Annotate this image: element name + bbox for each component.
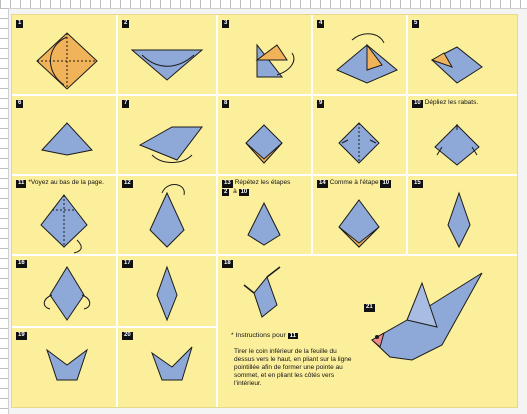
step-9-label: 9: [317, 99, 326, 108]
step-7-figure: [140, 127, 202, 163]
step-21-label: 21: [364, 303, 377, 312]
step-4-label: 4: [317, 19, 326, 28]
step-6-figure: [42, 123, 92, 155]
step-20-figure: [152, 347, 192, 380]
step-2-label: 2: [122, 19, 131, 28]
step-7-label: 7: [122, 99, 131, 108]
step-17-figure: [157, 267, 177, 320]
step-1-figure: [37, 33, 97, 89]
step-4-figure: [337, 34, 397, 83]
step-8-label: 8: [222, 99, 231, 108]
step-10-figure: [435, 124, 479, 165]
step-6-label: 6: [16, 99, 25, 108]
step-15-figure: [448, 193, 470, 247]
step-17-label: 17: [122, 259, 135, 268]
step-2-figure: [132, 50, 202, 80]
step-18-label: 18: [222, 259, 235, 268]
horizontal-ruler: [0, 0, 527, 9]
step-5-label: 5: [412, 19, 421, 28]
step-5-figure: [432, 47, 482, 83]
step-12-figure: [150, 185, 184, 247]
step-20-label: 20: [122, 331, 135, 340]
step-12-label: 12: [122, 179, 135, 188]
note-body: Tirer le coin inférieur de la feuille du…: [234, 348, 354, 388]
step-16-figure: [44, 267, 90, 320]
step-19-label: 19: [16, 331, 29, 340]
step-13-figure: [248, 203, 280, 245]
step-15-label: 15: [412, 179, 425, 188]
step-3-label: 3: [222, 19, 231, 28]
step-8-figure: [246, 125, 282, 163]
step-9-figure: [339, 123, 379, 163]
step-18-figure: [244, 267, 280, 317]
vertical-ruler: [0, 8, 9, 414]
step-19-figure: [47, 350, 87, 380]
step-16-label: 16: [16, 259, 29, 268]
step-11-figure: [41, 195, 87, 253]
note-title: * Instructions pour 11: [231, 332, 300, 339]
step-11-label: 11*Voyez au bas de la page.: [16, 179, 114, 188]
step-14-figure: [339, 200, 379, 247]
step-1-label: 1: [16, 19, 25, 28]
step-21-crane: [372, 273, 482, 360]
step-3-figure: [257, 45, 294, 77]
